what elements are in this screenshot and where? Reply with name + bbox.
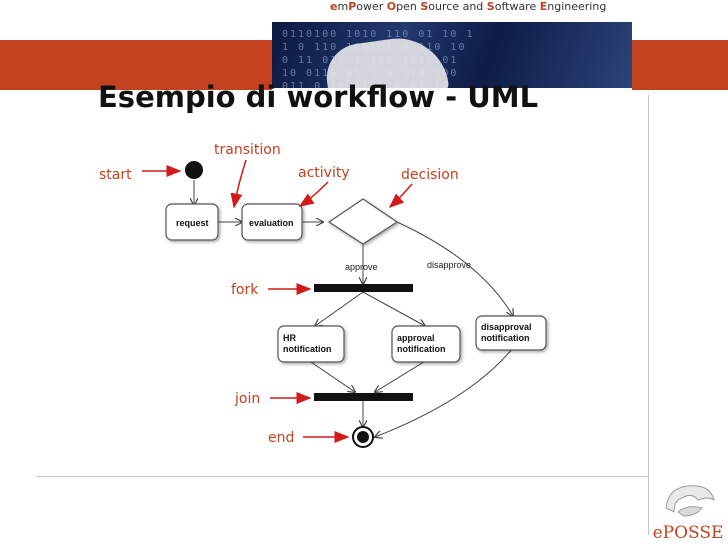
join-bar [314, 393, 413, 401]
label-fork: fork [231, 282, 259, 298]
activity-request-label: request [176, 218, 209, 228]
edge-disapproval-end [375, 347, 514, 437]
activity-disapproval-label: disapproval notification [481, 322, 534, 343]
eposse-logo: ePOSSE [648, 478, 728, 546]
header-banner-left [0, 40, 272, 90]
logo-text: ePOSSE [653, 523, 724, 543]
tagline-initial: S [486, 0, 495, 13]
tagline-text: ource and [428, 0, 487, 13]
tagline-text: ower [356, 0, 387, 13]
guard-approve: approve [345, 262, 378, 272]
activity-evaluation-label: evaluation [249, 218, 294, 228]
label-end: end [268, 430, 294, 446]
decision-node [327, 198, 399, 245]
guard-disapprove: disapprove [427, 260, 471, 270]
tagline-initial: e [330, 0, 338, 13]
arrow-activity [298, 181, 329, 207]
header-banner-right [632, 40, 728, 90]
arrow-decision [388, 183, 413, 209]
tagline-initial: P [348, 0, 357, 13]
tagline-initial: S [420, 0, 429, 13]
activity-approval-notification [391, 325, 461, 363]
tagline-text: oftware [494, 0, 540, 13]
label-activity: activity [298, 165, 350, 181]
header-photo: 0110100 1010 110 01 10 1 1 0 110 100101 … [272, 22, 632, 88]
activity-hr-label: HR notification [283, 333, 332, 354]
activity-approval-label: approval notification [397, 333, 446, 354]
tagline-initial: O [386, 0, 397, 13]
tagline-text: pen [396, 0, 421, 13]
edge-hr-join [307, 359, 355, 392]
activity-evaluation [241, 203, 303, 241]
activity-hr-notification [277, 325, 345, 363]
callout-arrows [142, 159, 413, 443]
flow-edges [194, 180, 513, 437]
edge-fork-hr [315, 291, 364, 326]
tagline-text: ngineering [547, 0, 607, 13]
label-transition: transition [214, 142, 281, 158]
header-tagline: emPower Open Source and Software Enginee… [330, 0, 606, 18]
edge-disapprove [396, 221, 513, 316]
activity-disapproval-notification [475, 315, 547, 351]
label-join: join [234, 391, 260, 407]
start-node [185, 161, 203, 179]
label-decision: decision [401, 167, 459, 183]
edge-approval-join [375, 359, 428, 392]
edge-fork-approval [362, 291, 425, 326]
tagline-initial: E [539, 0, 548, 13]
divider-horizontal [36, 476, 648, 477]
label-start: start [99, 167, 132, 183]
fork-bar [314, 284, 413, 292]
slide-title: Esempio di workflow - UML [98, 80, 539, 114]
divider-vertical [648, 95, 649, 535]
arrow-transition [230, 159, 247, 209]
tagline-text: m [337, 0, 349, 13]
end-node-inner [357, 431, 369, 443]
activity-request [165, 203, 219, 241]
